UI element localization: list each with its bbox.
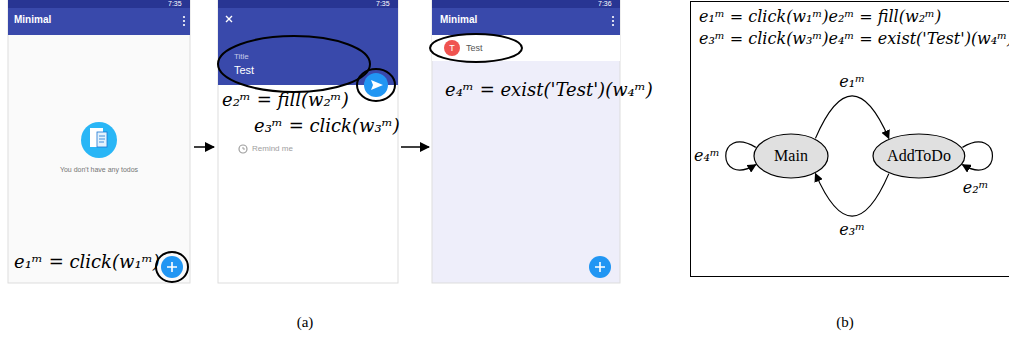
app-title: Minimal [14, 14, 51, 26]
state-ellipse [754, 134, 828, 178]
app-title: Minimal [440, 14, 477, 26]
status-time: 7:35 [168, 0, 182, 8]
state-name: AddToDo [887, 147, 951, 165]
panel-label: (a) [297, 314, 314, 331]
flow-arrow [401, 146, 429, 148]
screen-empty-list [8, 0, 190, 283]
screen-empty-list-part [97, 132, 107, 147]
screen-list-part [444, 40, 460, 56]
screen-empty-list-part [81, 122, 117, 158]
screen-add-todo-part [357, 69, 395, 101]
todo-item: Test [466, 43, 483, 53]
screen-empty-list-part [8, 8, 190, 35]
screen-list-part [589, 256, 611, 278]
state-node: Main [753, 133, 829, 179]
screen-empty-list-part [156, 252, 188, 282]
transition-label: e₂ᵐ [961, 179, 991, 197]
state-node: AddToDo [872, 133, 966, 179]
state-ellipse [873, 134, 965, 178]
event-formula: e₁ᵐ = click(w₁ᵐ) [14, 252, 160, 273]
transition-arrow [815, 96, 888, 139]
screen-add-todo [218, 0, 398, 283]
screen-list-part [432, 0, 620, 283]
screen-empty-list-part [161, 256, 183, 278]
screen-add-todo-part [218, 0, 398, 283]
screen-add-todo-part [218, 36, 370, 92]
avatar-letter: T [449, 43, 455, 53]
state-name: Main [774, 147, 808, 165]
screen-list-part-part [612, 16, 614, 18]
reminder-label: Remind me [252, 144, 293, 153]
transition-label: e₄ᵐ [692, 147, 722, 165]
screen-empty-list-part-part [183, 24, 185, 26]
transition-label: e₃ᵐ [837, 221, 867, 239]
screen-add-todo-part [243, 147, 245, 149]
event-formula: e₃ᵐ = click(w₃ᵐ)e₄ᵐ = exist('Test')(w₄ᵐ) [699, 28, 1009, 50]
screen-list-part [595, 262, 605, 272]
transition-arrow [962, 142, 992, 170]
event-formula: e₂ᵐ = fill(w₂ᵐ) [222, 90, 349, 111]
screen-list-part [432, 8, 620, 35]
screen-add-todo-part [371, 80, 383, 90]
screen-list-part [430, 34, 522, 62]
screen-list [430, 0, 620, 283]
screen-empty-list-part [8, 0, 190, 283]
screen-list-part [432, 35, 620, 61]
transition-label: e₁ᵐ [837, 73, 867, 91]
flow-arrow [194, 146, 214, 148]
screen-add-todo-part [239, 145, 247, 153]
screen-empty-list-part [99, 136, 105, 142]
event-formula: e₃ᵐ = click(w₃ᵐ) [254, 116, 400, 137]
screen-list-part [612, 16, 614, 26]
screen-list-part-part [612, 24, 614, 26]
screen-add-todo-part [364, 73, 388, 97]
screen-empty-list-part-part [183, 16, 185, 18]
status-time: 7:35 [376, 0, 390, 8]
screen-add-todo-part [226, 16, 232, 22]
field-label: Title [234, 52, 249, 61]
screen-list-part [432, 0, 620, 8]
empty-message: You don't have any todos [60, 166, 138, 174]
status-time: 7:36 [598, 0, 612, 8]
screen-empty-list-part [183, 16, 185, 26]
event-formula: e₁ᵐ = click(w₁ᵐ)e₂ᵐ = fill(w₂ᵐ) [699, 6, 941, 28]
screen-add-todo-part [218, 0, 398, 8]
screen-empty-list-part [8, 0, 190, 8]
event-formula: e₄ᵐ = exist('Test')(w₄ᵐ) [445, 80, 653, 101]
panel-label: (b) [836, 314, 854, 331]
screen-empty-list-part [167, 262, 177, 272]
screen-empty-list-part-part [183, 20, 185, 22]
transition-arrow [815, 174, 888, 217]
transition-arrow [726, 142, 756, 170]
screen-list-part-part [612, 20, 614, 22]
screen-add-todo-part [218, 8, 398, 85]
field-value: Test [234, 64, 254, 77]
